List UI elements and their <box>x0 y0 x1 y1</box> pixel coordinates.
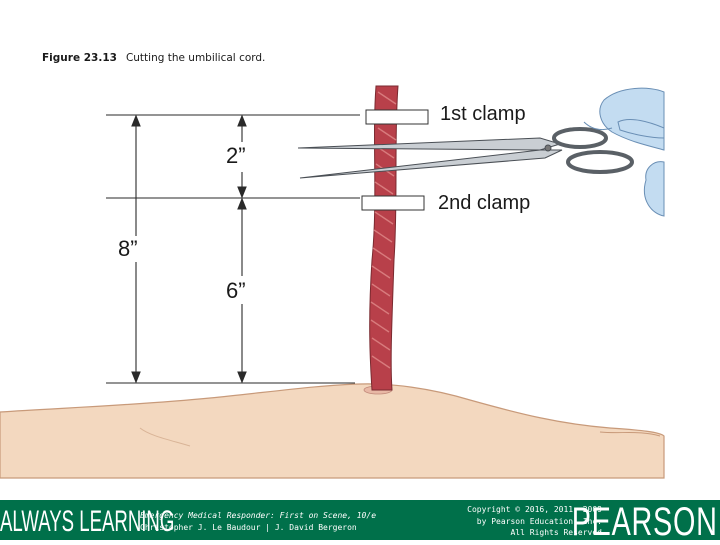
book-title: Emergency Medical Responder: First on Sc… <box>140 510 376 522</box>
dimension-label-8in: 8” <box>118 236 138 262</box>
figure-caption-text: Cutting the umbilical cord. <box>126 52 265 64</box>
figure-number: Figure 23.13 <box>42 52 117 64</box>
first-clamp <box>366 110 428 124</box>
second-clamp <box>362 196 424 210</box>
scissors <box>298 129 632 178</box>
book-info: Emergency Medical Responder: First on Sc… <box>140 510 376 534</box>
first-clamp-label: 1st clamp <box>440 103 526 126</box>
figure-caption: Figure 23.13 Cutting the umbilical cord. <box>42 52 265 64</box>
pearson-logo: PEARSON <box>572 500 718 545</box>
second-clamp-label: 2nd clamp <box>438 192 530 215</box>
dimension-label-2in: 2” <box>226 143 246 169</box>
baby-body <box>0 384 664 478</box>
umbilical-cord-illustration <box>0 80 720 480</box>
book-authors: Christopher J. Le Baudour | J. David Ber… <box>140 522 376 534</box>
dimension-label-6in: 6” <box>226 278 246 304</box>
